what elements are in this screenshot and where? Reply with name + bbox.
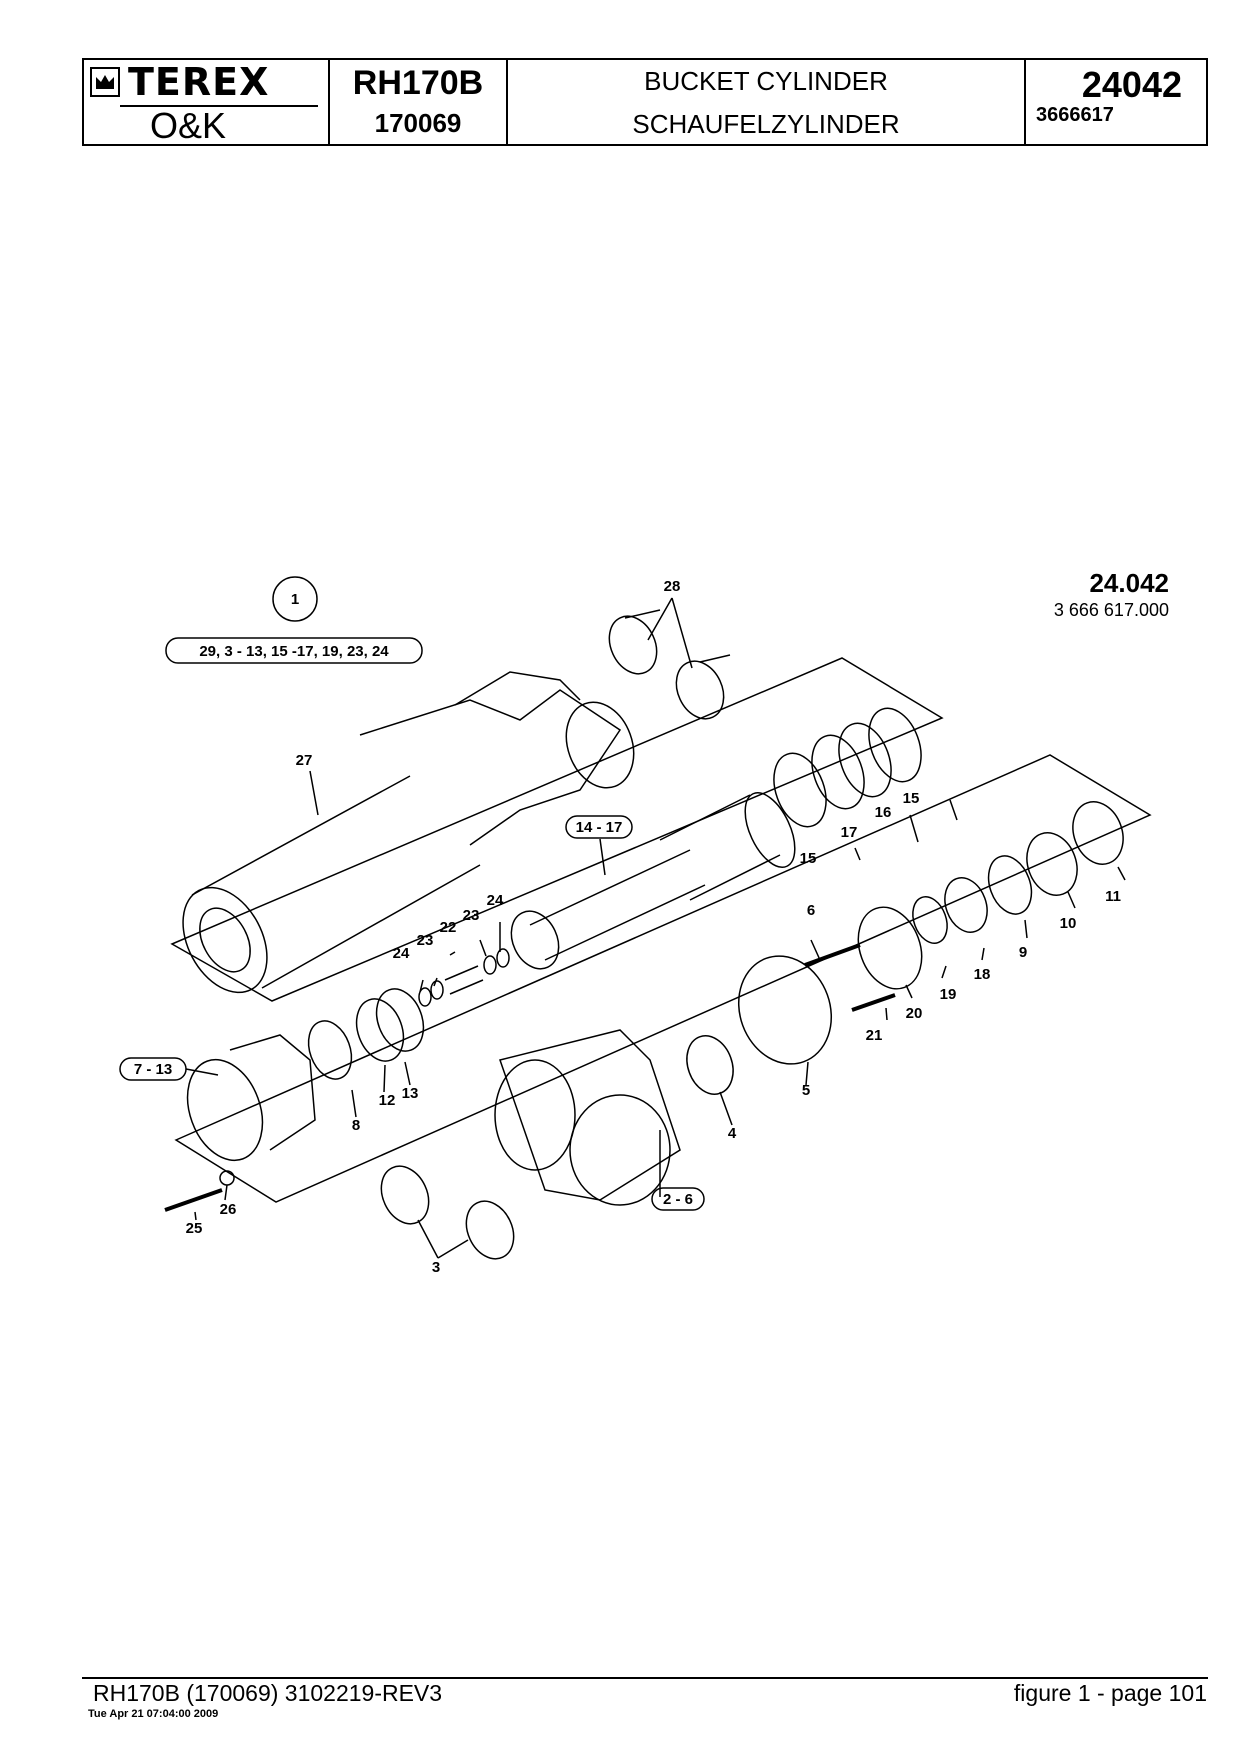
- part-label: 23: [463, 907, 480, 924]
- part-label: 9: [1019, 944, 1027, 961]
- print-timestamp: Tue Apr 21 07:04:00 2009: [88, 1708, 219, 1720]
- part-label: 18: [974, 966, 991, 983]
- model-cell: RH170B 170069: [330, 60, 508, 144]
- assembly-callout-label: 1: [291, 591, 299, 608]
- title-english: BUCKET CYLINDER: [644, 66, 888, 96]
- brand-sub: O&K: [150, 105, 227, 146]
- part-label: 10: [1060, 915, 1077, 932]
- footer-divider: [82, 1677, 1208, 1679]
- logo-divider: [120, 105, 318, 107]
- figure-number: 24042: [1081, 64, 1182, 105]
- part-label: 17: [841, 824, 858, 841]
- terex-logo: TEREX: [90, 60, 270, 104]
- part-label: 13: [402, 1085, 419, 1102]
- drawing-ref-part: 3 666 617.000: [1053, 600, 1169, 620]
- page-reference: figure 1 - page 101: [1013, 1680, 1207, 1706]
- part-label: 20: [906, 1005, 923, 1022]
- part-label: 24: [487, 892, 504, 909]
- barrel-flange: [182, 886, 268, 994]
- drawing-ref-number: 24.042: [1089, 568, 1169, 598]
- part-label: 4: [728, 1125, 737, 1142]
- model-name: RH170B: [352, 64, 484, 102]
- barrel-tube: [191, 775, 481, 989]
- part-label: 16: [875, 804, 892, 821]
- part-label: 3: [432, 1259, 440, 1276]
- group-callout-label: 14 - 17: [576, 819, 623, 836]
- part-label: 15: [903, 790, 920, 807]
- group-callout-label: 2 - 6: [663, 1191, 693, 1208]
- header-table: TEREX O&K RH170B 170069 BUCKET CYLINDER …: [82, 58, 1208, 146]
- rod-plane: [174, 754, 1152, 1203]
- part-label: 22: [440, 919, 457, 936]
- part-label: 6: [807, 902, 815, 919]
- part-label: 12: [379, 1092, 396, 1109]
- part-label: 21: [866, 1027, 883, 1044]
- serial-number: 170069: [374, 108, 462, 138]
- brand-name: TEREX: [128, 60, 270, 104]
- part-label: 11: [1105, 888, 1121, 905]
- part-label: 24: [393, 945, 410, 962]
- assembly-callout-circle: [272, 576, 318, 622]
- title-german: SCHAUFELZYLINDER: [632, 109, 900, 139]
- part-number: 3666617: [1036, 104, 1114, 126]
- assembly-contents-label: 29, 3 - 13, 15 -17, 19, 23, 24: [199, 643, 389, 660]
- part-label: 27: [296, 752, 313, 769]
- logo-cell: TEREX O&K: [84, 60, 330, 146]
- barrel-plane: [170, 657, 944, 1002]
- part-label: 23: [417, 932, 434, 949]
- part-label: 8: [352, 1117, 360, 1134]
- part-label: 25: [186, 1220, 203, 1237]
- group-callout-label: 7 - 13: [134, 1061, 172, 1078]
- part-label: 5: [802, 1082, 810, 1099]
- part-label: 19: [940, 986, 957, 1003]
- crown-icon: [90, 67, 120, 97]
- callout-labels: 1 29, 3 - 13, 15 -17, 19, 23, 24 7 - 13 …: [134, 578, 1121, 1276]
- document-reference: RH170B (170069) 3102219-REV3: [93, 1680, 443, 1706]
- assembly-contents-box: [165, 637, 423, 664]
- part-label: 28: [664, 578, 681, 595]
- number-cell: 24042 3666617: [1026, 60, 1206, 144]
- part-label: 15: [800, 850, 817, 867]
- title-cell: BUCKET CYLINDER SCHAUFELZYLINDER: [508, 60, 1026, 144]
- part-label: 26: [220, 1201, 237, 1218]
